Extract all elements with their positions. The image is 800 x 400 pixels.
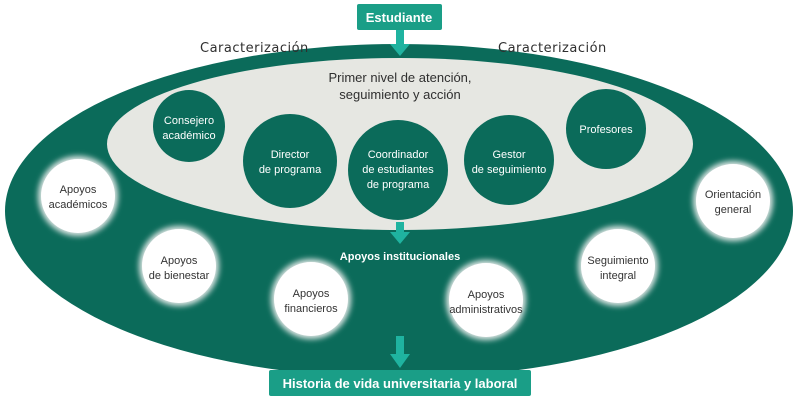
node-circle — [566, 89, 646, 169]
support-label-line: Apoyos — [468, 289, 505, 301]
node-label-line: Director — [271, 149, 310, 161]
node-label-line: de programa — [259, 164, 322, 176]
top-box — [357, 4, 442, 30]
arrow-bottom-icon — [390, 336, 410, 368]
support-node: Seguimiento integral — [578, 226, 658, 306]
support-circle — [449, 263, 523, 337]
node-circle — [153, 90, 225, 162]
first-level-node: Consejero académico — [153, 90, 225, 162]
support-label-line: Apoyos — [161, 255, 198, 267]
support-label-line: financieros — [284, 303, 338, 315]
support-circle — [41, 159, 115, 233]
node-circle — [464, 115, 554, 205]
node-label-line: Gestor — [492, 149, 525, 161]
support-node: Apoyos administrativos — [446, 260, 526, 340]
support-label-line: Seguimiento — [587, 255, 648, 267]
support-label-line: Orientación — [705, 189, 761, 201]
node-label-line: académico — [162, 130, 215, 142]
support-node: Apoyos de bienestar — [139, 226, 219, 306]
support-label-line: académicos — [49, 199, 108, 211]
top-box-label: Estudiante — [366, 10, 432, 25]
support-circle — [581, 229, 655, 303]
bottom-box-label: Historia de vida universitaria y laboral — [283, 376, 518, 391]
node-label-line: de seguimiento — [472, 164, 547, 176]
node-label-line: de programa — [367, 179, 430, 191]
first-level-node: Gestor de seguimiento — [464, 115, 554, 205]
support-node: Apoyos académicos — [38, 156, 118, 236]
node-label-line: Consejero — [164, 115, 214, 127]
institutional-supports-label: Apoyos institucionales — [340, 251, 460, 263]
support-label-line: de bienestar — [149, 270, 210, 282]
support-circle — [274, 262, 348, 336]
arrow-middle-icon — [390, 222, 410, 244]
support-label-line: general — [715, 204, 752, 216]
support-label-line: Apoyos — [293, 288, 330, 300]
first-level-title-line1: Primer nivel de atención, — [328, 70, 471, 85]
node-circle — [348, 120, 448, 220]
support-circle — [142, 229, 216, 303]
support-label-line: Apoyos — [60, 184, 97, 196]
first-level-node: Profesores — [566, 89, 646, 169]
node-label-line: de estudiantes — [362, 164, 434, 176]
support-circle — [696, 164, 770, 238]
first-level-node: Coordinador de estudiantes de programa — [348, 120, 448, 220]
arrow-top-icon — [390, 30, 410, 56]
first-level-title-line2: seguimiento y acción — [339, 87, 460, 102]
arc-label-right: Caracterización — [498, 41, 607, 56]
support-label-line: administrativos — [449, 304, 523, 316]
support-label-line: integral — [600, 270, 636, 282]
support-node: Apoyos financieros — [271, 259, 351, 339]
bottom-box — [269, 370, 531, 396]
arc-label-left: Caracterización — [200, 41, 309, 56]
first-level-node: Director de programa — [243, 114, 337, 208]
node-label-line: Profesores — [579, 124, 633, 136]
node-label-line: Coordinador — [368, 149, 429, 161]
support-node: Orientación general — [693, 161, 773, 241]
node-circle — [243, 114, 337, 208]
